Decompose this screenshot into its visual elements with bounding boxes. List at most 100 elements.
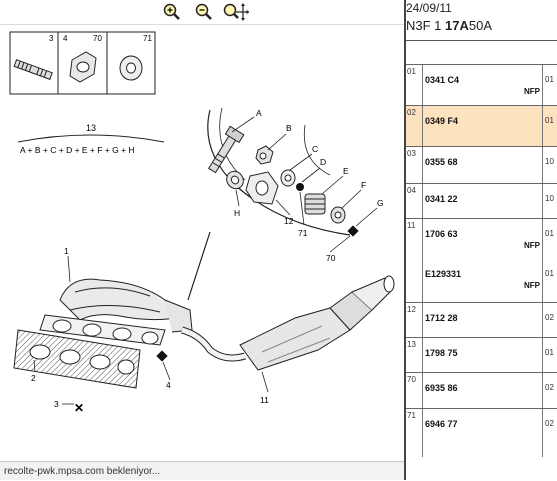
part-reference[interactable]: 0341 22	[425, 194, 458, 204]
column-divider	[422, 65, 423, 105]
row-number: 04	[407, 186, 416, 195]
diagram-toolbar	[0, 0, 404, 25]
vehicle-code: N3F 1 17A50A	[406, 18, 492, 33]
column-divider	[542, 65, 543, 105]
part-reference[interactable]: 0341 C4	[425, 75, 460, 85]
row-number: 71	[407, 411, 416, 420]
row-number: 13	[407, 340, 416, 349]
nfp-flag: NFP	[524, 241, 540, 250]
square-g	[347, 225, 359, 237]
inset-label-4: 4	[63, 34, 68, 43]
square-4	[156, 350, 168, 362]
zoom-out-icon[interactable]	[194, 2, 214, 22]
cylinder-head-outline	[207, 107, 351, 236]
column-divider	[422, 409, 423, 457]
column-divider	[542, 219, 543, 302]
manifold-gasket	[13, 329, 141, 389]
row-number: 03	[407, 149, 416, 158]
parts-row[interactable]: 03 0355 68 10	[406, 146, 557, 183]
part-quantity: 01	[545, 269, 554, 278]
row-number: 70	[407, 375, 416, 384]
callout-b: B	[286, 123, 292, 133]
zoom-move-icon[interactable]	[222, 2, 250, 22]
kit-13-callout: 13 A + B + C + D + E + F + G + H	[17, 123, 165, 155]
status-text: recolte-pwk.mpsa.com bekleniyor...	[4, 466, 161, 477]
inset-label-71: 71	[143, 34, 152, 43]
row-number: 01	[407, 67, 416, 76]
leader-lines	[231, 116, 378, 253]
column-divider	[542, 373, 543, 408]
callout-2: 2	[31, 373, 36, 383]
part-reference[interactable]: 0349 F4	[425, 116, 459, 126]
callout-numbers: 1 2 3 4 11	[31, 246, 269, 409]
part-reference[interactable]: E129331	[425, 269, 462, 279]
row-number: 02	[407, 108, 416, 117]
column-divider	[422, 303, 423, 337]
washer-icon	[119, 55, 143, 81]
callout-f: F	[361, 180, 366, 190]
callout-e: E	[343, 166, 349, 176]
catalytic-converter	[180, 275, 395, 371]
vehicle-code-bold: 17A	[445, 18, 469, 33]
diagram-canvas: 3 4 70 71 13 A + B + C + D + E + F + G +…	[9, 31, 395, 415]
stud-icon	[13, 59, 53, 80]
part-quantity: 01	[545, 75, 554, 84]
inset-label-3: 3	[49, 34, 54, 43]
nut-icon	[69, 51, 97, 83]
column-divider	[542, 409, 543, 457]
status-bar: recolte-pwk.mpsa.com bekleniyor...	[0, 461, 404, 480]
catalog-date: 24/09/11	[406, 1, 452, 15]
callout-4: 4	[166, 380, 171, 390]
parts-inset-box: 3 4 70 71	[9, 31, 156, 95]
nfp-flag: NFP	[524, 281, 540, 290]
part-quantity: 02	[545, 383, 554, 392]
callout-a: A	[256, 108, 262, 118]
nfp-flag: NFP	[524, 87, 540, 96]
spring-e	[304, 193, 326, 215]
column-divider	[542, 106, 543, 146]
callout-11: 11	[260, 395, 269, 405]
column-divider	[422, 106, 423, 146]
parts-row[interactable]: 70 6935 86 02	[406, 372, 557, 408]
part-quantity: 01	[545, 116, 554, 125]
callout-g: G	[377, 198, 384, 208]
part-reference[interactable]: 1706 63	[425, 229, 458, 239]
header-divider	[406, 40, 557, 41]
column-divider	[542, 147, 543, 183]
column-divider	[542, 303, 543, 337]
part-quantity: 10	[545, 157, 554, 166]
part-reference[interactable]: 0355 68	[425, 157, 458, 167]
kit-formula: A + B + C + D + E + F + G + H	[20, 145, 135, 155]
column-divider	[422, 147, 423, 183]
callout-1: 1	[64, 246, 69, 256]
part-quantity: 02	[545, 313, 554, 322]
column-divider	[542, 184, 543, 218]
part-reference[interactable]: 6946 77	[425, 419, 458, 429]
part-reference[interactable]: 1712 28	[425, 313, 458, 323]
part-reference[interactable]: 6935 86	[425, 383, 458, 393]
exploded-parts-diagram: 3 4 70 71 13 A + B + C + D + E + F + G +…	[0, 24, 404, 461]
part-reference[interactable]: 1798 75	[425, 348, 458, 358]
bolt-a	[208, 125, 245, 174]
exhaust-manifold	[39, 278, 193, 346]
callout-13: 13	[86, 123, 96, 133]
column-divider	[542, 338, 543, 372]
callout-d: D	[320, 157, 326, 167]
stud-h	[226, 170, 244, 190]
column-divider	[422, 184, 423, 218]
parts-row[interactable]: 02 0349 F4 01	[406, 105, 557, 146]
zoom-in-icon[interactable]	[162, 2, 182, 22]
part-quantity: 01	[545, 229, 554, 238]
dot-d	[296, 183, 304, 191]
vehicle-code-part1: N3F 1	[406, 18, 442, 33]
inset-label-70: 70	[93, 34, 102, 43]
callout-c: C	[312, 144, 318, 154]
callout-71: 71	[298, 228, 308, 238]
